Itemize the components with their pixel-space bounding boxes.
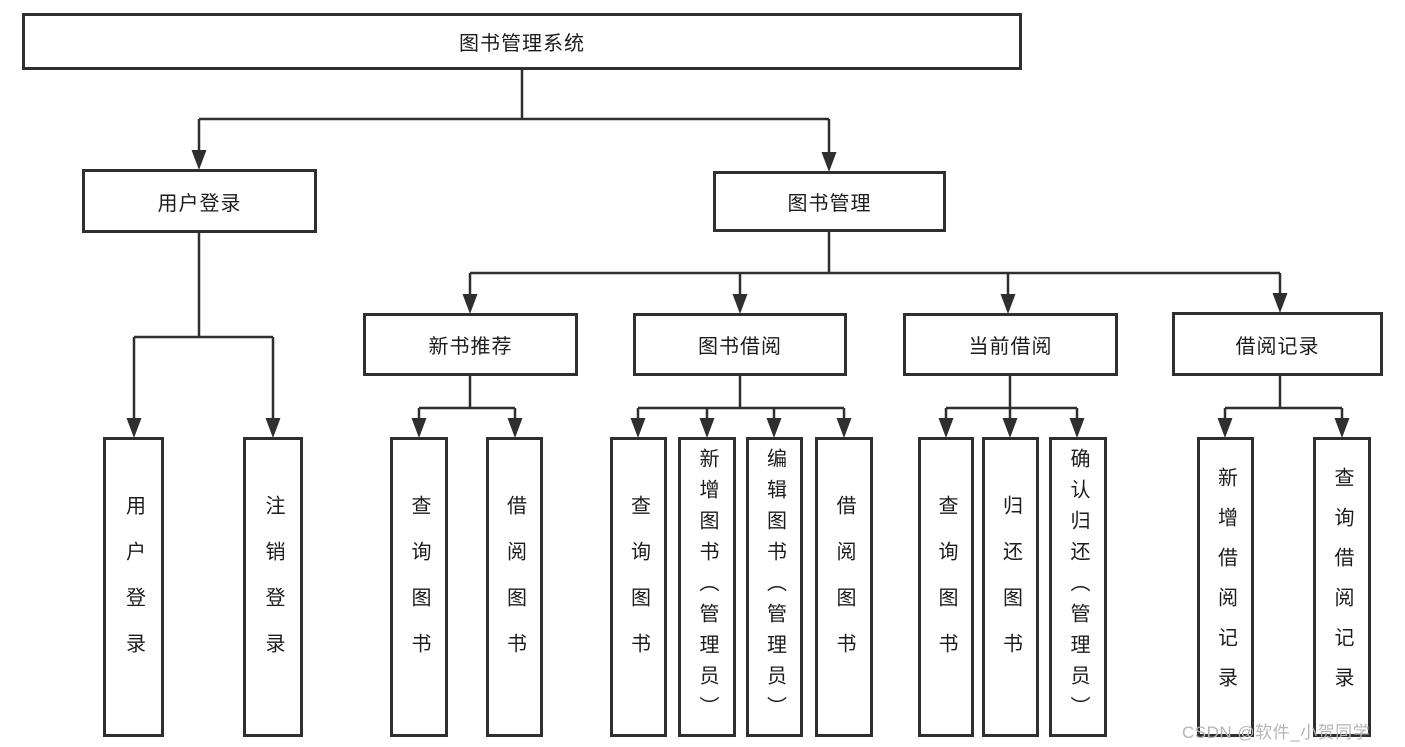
leaf-bb-borrow-books-label: 借阅图书 [833, 495, 855, 679]
leaf-bb-edit-books-label: 编辑图书（管理员） [763, 447, 786, 727]
leaf-bb-edit-books: 编辑图书（管理员） [746, 437, 803, 737]
node-book-mgmt: 图书管理 [713, 171, 946, 232]
node-book-borrow: 图书借阅 [633, 313, 847, 376]
leaf-user-login-label: 用户登录 [122, 495, 145, 679]
leaf-bb-add-books: 新增图书（管理员） [678, 437, 736, 737]
leaf-cb-return-books: 归还图书 [982, 437, 1039, 737]
node-root-label: 图书管理系统 [459, 33, 585, 55]
arrowheads [126, 150, 1350, 438]
leaf-bb-borrow-books: 借阅图书 [815, 437, 873, 737]
csdn-watermark: CSDN @软件_小贺同学 [1182, 723, 1371, 742]
leaf-bb-query-books: 查询图书 [610, 437, 667, 737]
node-book-mgmt-label: 图书管理 [787, 193, 872, 215]
leaf-logout-label: 注销登录 [262, 495, 284, 679]
leaf-bb-query-books-label: 查询图书 [627, 495, 650, 679]
node-book-borrow-label: 图书借阅 [698, 336, 782, 358]
leaf-cb-query-books: 查询图书 [918, 437, 974, 737]
node-new-book-rec-label: 新书推荐 [428, 336, 513, 358]
node-borrow-records: 借阅记录 [1172, 312, 1383, 376]
node-borrow-records-label: 借阅记录 [1235, 335, 1320, 358]
leaf-bb-add-books-label: 新增图书（管理员） [696, 447, 718, 727]
node-root: 图书管理系统 [22, 13, 1022, 70]
leaf-br-add-record-label: 新增借阅记录 [1214, 467, 1237, 707]
node-current-borrow-label: 当前借阅 [968, 336, 1053, 358]
leaf-cb-return-books-label: 归还图书 [999, 495, 1022, 679]
node-user-login-label: 用户登录 [157, 192, 242, 215]
leaf-logout: 注销登录 [243, 437, 303, 737]
node-user-login: 用户登录 [82, 169, 317, 233]
leaf-br-query-record-label: 查询借阅记录 [1331, 467, 1353, 707]
node-current-borrow: 当前借阅 [903, 313, 1118, 376]
leaf-br-add-record: 新增借阅记录 [1197, 437, 1254, 737]
leaf-cb-confirm-return-label: 确认归还（管理员） [1067, 447, 1089, 727]
leaf-cb-confirm-return: 确认归还（管理员） [1049, 437, 1107, 737]
leaf-cb-query-books-label: 查询图书 [935, 495, 957, 679]
leaf-rec-query-books: 查询图书 [390, 437, 448, 737]
leaf-br-query-record: 查询借阅记录 [1313, 437, 1371, 737]
leaf-rec-query-books-label: 查询图书 [408, 495, 430, 679]
leaf-user-login: 用户登录 [103, 437, 164, 737]
leaf-rec-borrow-books: 借阅图书 [486, 437, 543, 737]
node-new-book-rec: 新书推荐 [363, 313, 578, 376]
leaf-rec-borrow-books-label: 借阅图书 [503, 495, 526, 679]
